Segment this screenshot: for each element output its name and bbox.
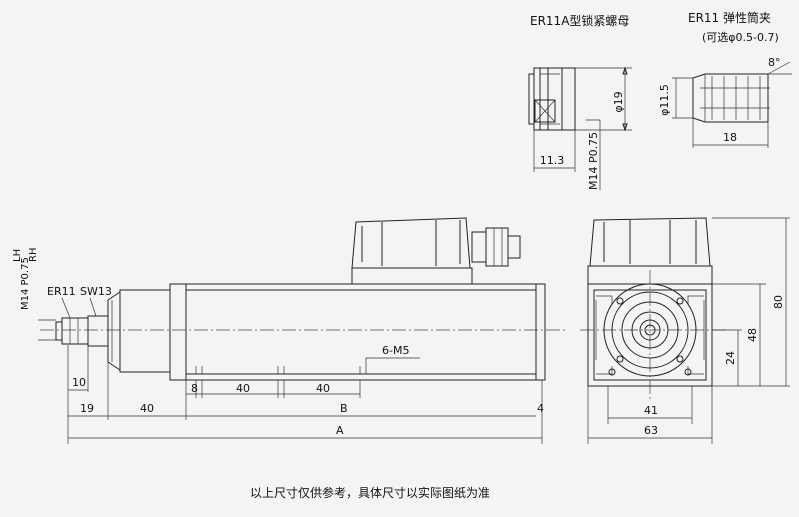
dim-10: 10 bbox=[72, 376, 86, 389]
footer-note: 以上尺寸仅供参考，具体尺寸以实际图纸为准 bbox=[250, 485, 490, 500]
rh-label: RH bbox=[28, 248, 39, 262]
thread-label: M14 P0.75 bbox=[20, 257, 31, 310]
dim-40a: 40 bbox=[236, 382, 250, 395]
lock-nut-view: ER11A型锁紧螺母 φ19 11.3 M14 P0.75 bbox=[528, 13, 632, 190]
collet-angle: 8° bbox=[768, 56, 781, 69]
lh-label: LH bbox=[12, 249, 23, 262]
dim-a: A bbox=[336, 424, 344, 437]
nut-diameter: φ19 bbox=[612, 91, 625, 112]
dim-63: 63 bbox=[644, 424, 658, 437]
collet-diameter: φ11.5 bbox=[658, 84, 671, 116]
spindle-side-view: 6-M5 M14 P0.75 LH RH ER11 SW13 10 19 40 … bbox=[12, 217, 565, 444]
holes-label: 6-M5 bbox=[382, 344, 409, 357]
dim-24: 24 bbox=[724, 351, 737, 365]
collet-length: 18 bbox=[723, 131, 737, 144]
dim-8: 8 bbox=[191, 382, 198, 395]
lock-nut-title: ER11A型锁紧螺母 bbox=[530, 13, 629, 28]
dim-48: 48 bbox=[746, 328, 759, 342]
nut-thread: M14 P0.75 bbox=[587, 132, 600, 190]
spindle-front-view: 41 63 24 48 80 bbox=[580, 217, 790, 444]
collet-option: (可选φ0.5-0.7) bbox=[702, 31, 779, 44]
dim-40: 40 bbox=[140, 402, 154, 415]
sw13-label: SW13 bbox=[80, 285, 112, 298]
dim-40b: 40 bbox=[316, 382, 330, 395]
collet-title: ER11 弹性筒夹 bbox=[688, 10, 771, 25]
dim-19: 19 bbox=[80, 402, 94, 415]
dim-80: 80 bbox=[772, 295, 785, 309]
dim-4: 4 bbox=[537, 402, 544, 415]
er11-label: ER11 bbox=[47, 285, 76, 298]
dim-41: 41 bbox=[644, 404, 658, 417]
dim-b: B bbox=[340, 402, 348, 415]
collet-view: ER11 弹性筒夹 (可选φ0.5-0.7) 8° φ11.5 18 bbox=[658, 10, 792, 148]
nut-length: 11.3 bbox=[540, 154, 565, 167]
